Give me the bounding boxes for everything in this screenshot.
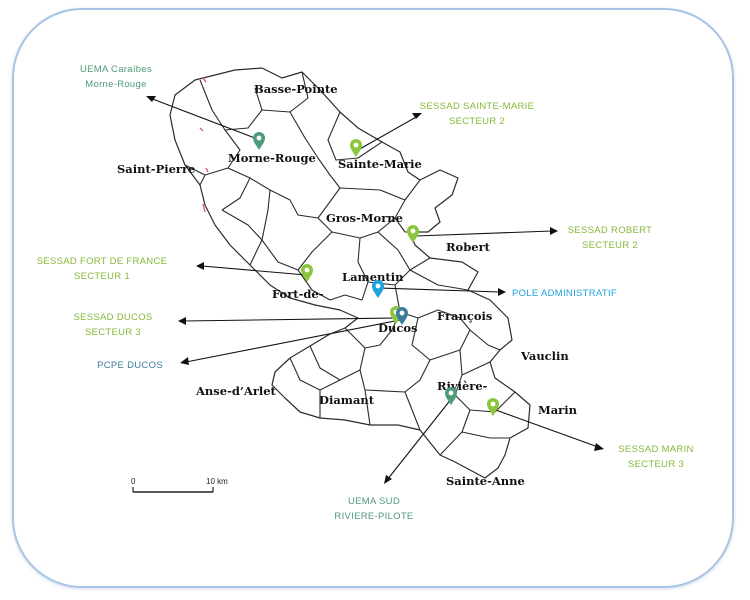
svg-text:UEMA Caraïbes: UEMA Caraïbes [80,64,152,75]
svg-text:RIVIERE-PILOTE: RIVIERE-PILOTE [334,511,413,522]
commune-label: Lamentin [342,270,404,284]
commune-label: Sainte-Marie [338,157,422,171]
commune-label: Diamant [319,393,375,407]
commune-label: Sainte-Anne [446,474,525,488]
commune-label: Marin [538,403,578,417]
service-label-sessad-sainte-marie: SESSAD SAINTE-MARIE SECTEUR 2 [420,101,534,127]
service-label-pcpe-ducos: PCPE DUCOS [97,360,163,371]
commune-label: Saint-Pierre [117,162,195,176]
svg-text:SESSAD MARIN: SESSAD MARIN [618,444,693,455]
service-label-pole-administratif: POLE ADMINISTRATIF [512,288,617,299]
commune-label: Morne-Rouge [228,151,316,165]
map-frame [12,8,734,588]
svg-text:SECTEUR 2: SECTEUR 2 [449,116,505,127]
svg-text:POLE ADMINISTRATIF: POLE ADMINISTRATIF [512,288,617,299]
scale-end-label: 10 km [206,477,228,486]
commune-label: Gros-Morne [326,211,403,225]
scale-bar: 0 10 km [131,477,228,493]
map-pin-icon[interactable] [372,280,384,298]
svg-text:SESSAD ROBERT: SESSAD ROBERT [568,225,653,236]
svg-text:SESSAD SAINTE-MARIE: SESSAD SAINTE-MARIE [420,101,534,112]
map-pin-icon[interactable] [487,398,499,416]
commune-label: Robert [446,240,491,254]
map-pin-icon[interactable] [301,264,313,282]
svg-text:SECTEUR 3: SECTEUR 3 [85,327,141,338]
map-pin-icon[interactable] [445,387,457,405]
island-outline [169,67,531,479]
svg-text:UEMA SUD: UEMA SUD [348,496,400,507]
map-pin-icon[interactable] [396,307,408,325]
svg-text:SECTEUR 2: SECTEUR 2 [582,240,638,251]
commune-label: François [437,309,492,323]
service-label-sessad-fdf: SESSAD FORT DE FRANCE SECTEUR 1 [37,256,168,282]
service-label-uema-sud: UEMA SUD RIVIERE-PILOTE [334,496,413,522]
commune-label: Basse-Pointe [254,82,338,96]
scale-start-label: 0 [131,477,136,486]
svg-text:SESSAD DUCOS: SESSAD DUCOS [73,312,152,323]
markers [253,132,499,416]
commune-label: Fort-de- [272,287,324,301]
svg-text:SECTEUR 3: SECTEUR 3 [628,459,684,470]
pointer-arrows [146,96,604,484]
service-label-sessad-marin: SESSAD MARIN SECTEUR 3 [618,444,693,470]
map-pin-icon[interactable] [350,139,362,157]
svg-text:SECTEUR 1: SECTEUR 1 [74,271,130,282]
map-pin-icon[interactable] [253,132,265,150]
coast-accents [199,77,209,213]
svg-text:PCPE DUCOS: PCPE DUCOS [97,360,163,371]
commune-label: Anse-d’Arlet [195,384,277,398]
commune-label: Rivière- [437,379,488,393]
map-pin-icon[interactable] [407,225,419,243]
service-label-sessad-robert: SESSAD ROBERT SECTEUR 2 [568,225,653,251]
svg-text:Morne-Rouge: Morne-Rouge [85,79,146,90]
commune-label: Vauclin [520,349,569,363]
svg-text:SESSAD FORT DE FRANCE: SESSAD FORT DE FRANCE [37,256,168,267]
service-label-uema-caraibes: UEMA Caraïbes Morne-Rouge [80,64,152,90]
commune-label: Ducos [378,321,417,335]
service-label-sessad-ducos: SESSAD DUCOS SECTEUR 3 [73,312,152,338]
